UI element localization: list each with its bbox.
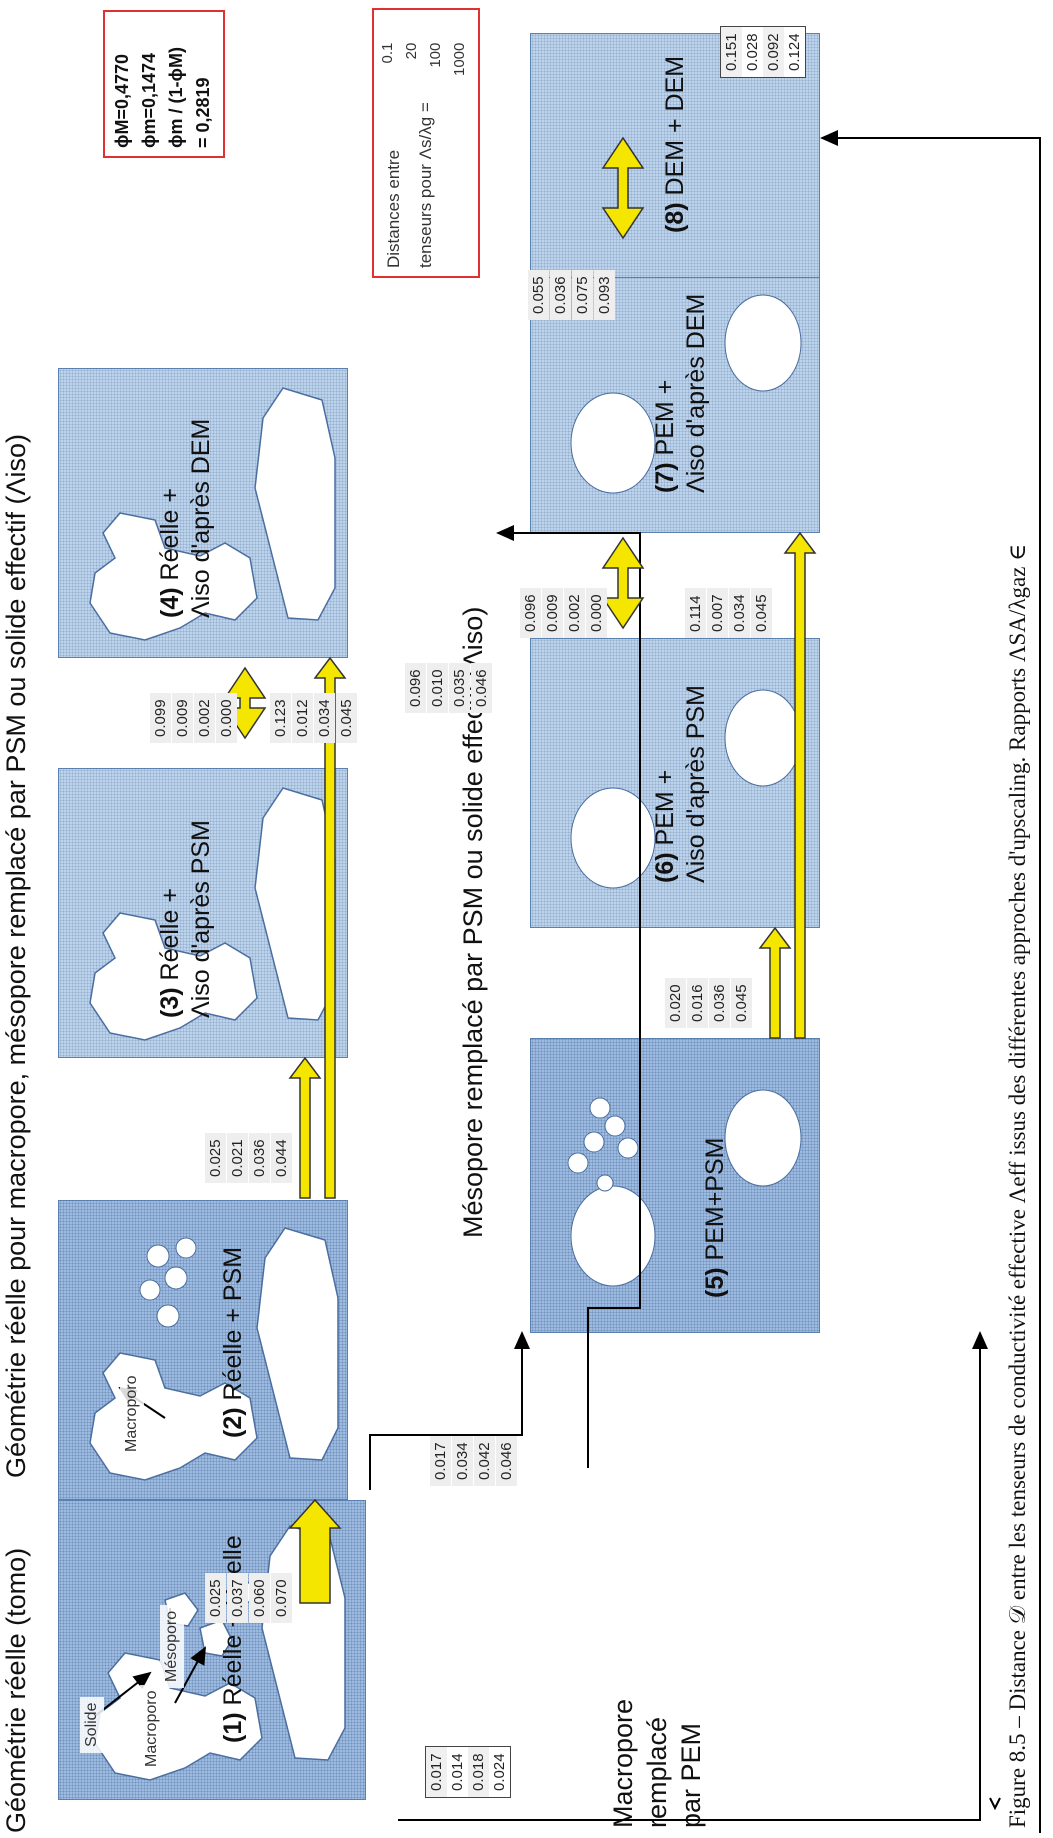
macropore-shape <box>254 387 336 621</box>
label-macroporo: Macroporo <box>140 1684 164 1773</box>
psm-sphere <box>175 1237 197 1259</box>
macropore-shape <box>254 787 336 1021</box>
label-solide: Solide <box>80 1696 104 1753</box>
panel-5-title: (5) PEM+PSM <box>701 1137 729 1298</box>
panel-3-title: (3) Réelle +Λiso d'après PSM <box>156 820 216 1018</box>
psm-sphere <box>596 1174 614 1192</box>
arrow-6-7 <box>601 536 645 630</box>
psm-sphere <box>617 1137 639 1159</box>
panel-8-title: (8) DEM + DEM <box>661 55 689 233</box>
connector-2-7 <box>496 525 641 1468</box>
panel-2-title: (2) Réelle + PSM <box>219 1246 247 1438</box>
psm-sphere <box>567 1152 589 1174</box>
pem-ellipse <box>724 689 802 787</box>
connector-1-5 <box>398 1331 988 1821</box>
panel-1-title: (1) Réelle + Réelle <box>219 1535 247 1743</box>
psm-sphere <box>164 1266 188 1290</box>
label-macroporo-2: Macroporo <box>120 1369 144 1458</box>
macropore-shape <box>256 1227 339 1461</box>
label-mesoporo: Mésoporo <box>160 1604 184 1688</box>
panel-4-title: (4) Réelle +Λiso d'après DEM <box>156 418 216 618</box>
arrow-2-3 <box>288 1056 322 1199</box>
psm-sphere <box>604 1115 626 1137</box>
psm-sphere <box>583 1131 605 1153</box>
macropore-shape <box>89 912 258 1041</box>
panel-7-title: (7) PEM +Λiso d'après DEM <box>651 293 711 493</box>
mesopore-shape <box>199 1619 233 1657</box>
macropore-shape <box>89 512 258 641</box>
arrow-2-4 <box>313 656 347 1199</box>
pem-ellipse <box>570 392 656 494</box>
psm-sphere <box>589 1097 611 1119</box>
arrow-1-2 <box>288 1498 342 1604</box>
pem-ellipse <box>570 1185 656 1287</box>
arrow-5-7 <box>783 531 817 1039</box>
pem-ellipse <box>724 294 802 392</box>
panel-6-title: (6) PEM +Λiso d'après PSM <box>651 685 711 883</box>
legend-box: Distances entre tenseurs pour Λs/λg = 0.… <box>372 8 480 278</box>
psm-sphere <box>139 1279 161 1301</box>
pem-ellipse <box>724 1089 802 1187</box>
connector-2-5 <box>369 1331 530 1490</box>
figure-caption: Figure 8.5 – Distance 𝒟 entre les tenseu… <box>1005 543 1030 1828</box>
arrow-7-8 <box>601 136 645 240</box>
pem-ellipse <box>570 787 656 889</box>
connector-1-8 <box>820 130 1041 1833</box>
arrow-5-6 <box>758 926 792 1039</box>
psm-sphere <box>156 1304 180 1328</box>
psm-sphere <box>146 1244 170 1268</box>
